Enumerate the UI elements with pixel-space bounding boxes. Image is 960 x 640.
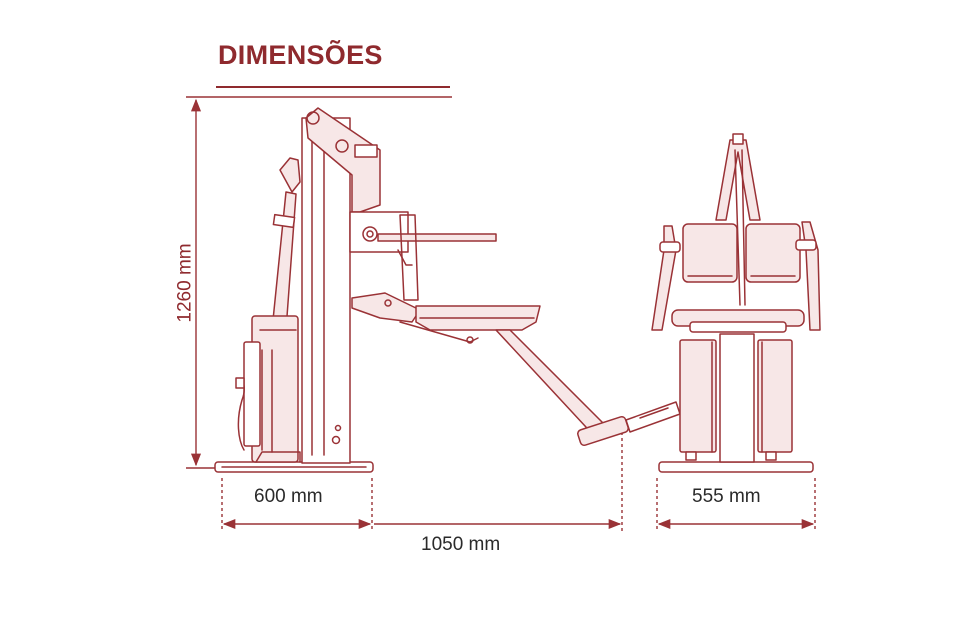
rear-handle-arm — [271, 191, 297, 331]
front-view — [651, 133, 821, 473]
total-length-label: 1050 mm — [421, 534, 501, 555]
leg-strut — [495, 329, 613, 441]
seat-bracket — [349, 211, 409, 253]
dimension-lines — [186, 96, 816, 532]
main-column — [301, 117, 351, 464]
front-box-left — [679, 339, 717, 453]
backrest-post — [399, 214, 419, 301]
front-base-plate — [658, 461, 814, 473]
arm-bar — [377, 233, 497, 242]
rear-handle-top — [279, 157, 301, 193]
base-width-label: 600 mm — [254, 486, 323, 507]
front-backrest-right — [745, 223, 801, 283]
height-label: 1260 mm — [174, 243, 196, 323]
footrest-extension — [625, 401, 681, 433]
seat-link — [351, 292, 421, 323]
front-arm-right — [801, 221, 821, 331]
front-top-frame — [715, 139, 761, 221]
side-width-label: 555 mm — [692, 486, 761, 507]
diagram-title: DIMENSÕES — [218, 40, 383, 70]
title-underline — [216, 86, 450, 88]
side-view — [214, 107, 681, 473]
front-box-right — [757, 339, 793, 453]
front-column — [719, 333, 755, 463]
front-backrest-left — [682, 223, 738, 283]
